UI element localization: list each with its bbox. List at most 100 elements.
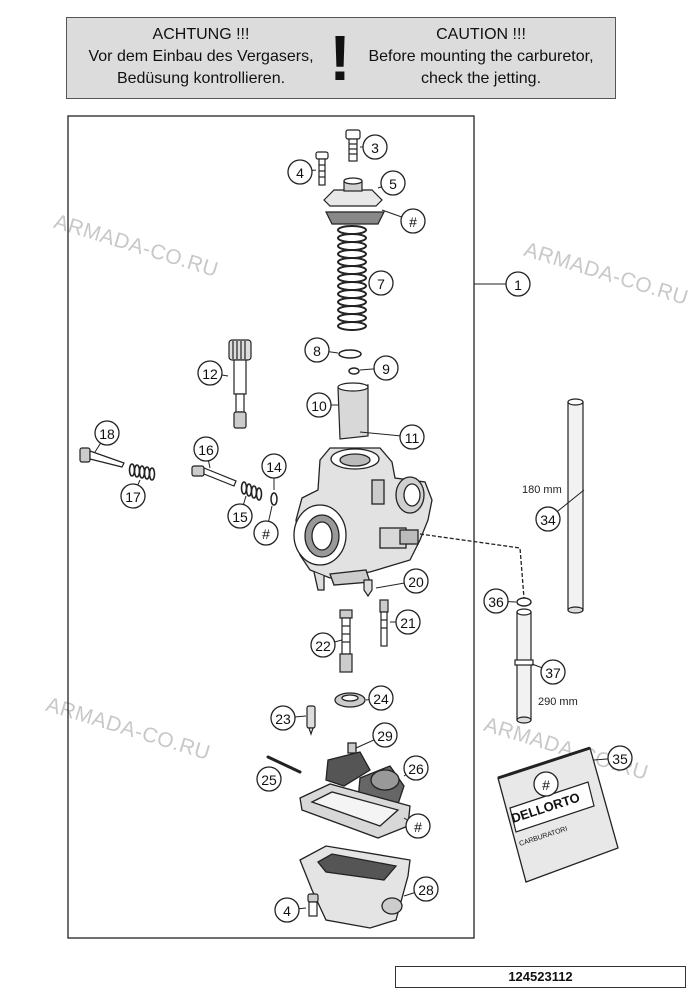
float-bowl-part [299, 845, 411, 929]
callout-20: 20 [403, 568, 429, 594]
callout-hash: # [405, 813, 431, 839]
callout-5: 5 [380, 170, 406, 196]
caution-de-title: ACHTUNG !!! [152, 26, 250, 43]
float-assembly-part [299, 742, 411, 839]
svg-text:20: 20 [408, 574, 424, 590]
callout-24: 24 [368, 685, 394, 711]
callout-25: 25 [256, 766, 282, 792]
dimension-label: 180 mm [522, 484, 562, 496]
svg-text:5: 5 [389, 176, 397, 192]
svg-text:35: 35 [612, 751, 628, 767]
caution-en-line2: check the jetting. [420, 70, 542, 87]
callout-hash: # [253, 520, 279, 546]
choke-plunger-part [228, 339, 252, 429]
callout-10: 10 [306, 392, 332, 418]
ring-part [334, 692, 366, 708]
svg-text:22: 22 [315, 638, 331, 654]
pin-part [266, 755, 302, 774]
caution-en-line1: Before mounting the carburetor, [368, 48, 594, 65]
mixture-screw-part [191, 465, 237, 487]
svg-text:12: 12 [202, 366, 218, 382]
callout-23: 23 [270, 705, 296, 731]
tube-part [514, 608, 534, 724]
callout-12: 12 [197, 360, 223, 386]
svg-text:8: 8 [313, 343, 321, 359]
callout-37: 37 [540, 659, 566, 685]
callout-11: 11 [399, 424, 425, 450]
svg-text:4: 4 [296, 165, 304, 181]
dimension-label: 290 mm [538, 696, 578, 708]
svg-text:#: # [409, 214, 417, 230]
callout-8: 8 [304, 337, 330, 363]
callout-layer: 1345#7891011121415161718#20212223242526#… [94, 134, 633, 923]
callout-29: 29 [372, 722, 398, 748]
svg-text:#: # [414, 819, 422, 835]
throttle-slide-part [337, 382, 369, 440]
caution-english: CAUTION !!! Before mounting the carburet… [351, 24, 611, 90]
exclamation-icon: ! [329, 22, 351, 94]
callout-34: 34 [535, 506, 561, 532]
spring-part [128, 463, 156, 481]
callout-18: 18 [94, 420, 120, 446]
svg-text:37: 37 [545, 665, 561, 681]
caution-german: ACHTUNG !!! Vor dem Einbau des Vergasers… [71, 24, 331, 90]
idle-screw-part [79, 447, 125, 468]
spring-part [337, 225, 367, 331]
svg-text:#: # [262, 526, 270, 542]
caution-de-line2: Bedüsung kontrollieren. [116, 70, 286, 87]
svg-text:9: 9 [382, 361, 390, 377]
svg-text:18: 18 [99, 426, 115, 442]
callout-3: 3 [362, 134, 388, 160]
svg-text:21: 21 [400, 615, 416, 631]
callout-21: 21 [395, 609, 421, 635]
svg-text:23: 23 [275, 711, 291, 727]
svg-text:4: 4 [283, 903, 291, 919]
vent-line [419, 533, 525, 599]
screw-part [307, 893, 319, 917]
callout-4: 4 [274, 897, 300, 923]
callout-22: 22 [310, 632, 336, 658]
needle-jet-part [339, 609, 353, 673]
svg-text:28: 28 [418, 882, 434, 898]
callout-28: 28 [413, 876, 439, 902]
document-number: 124523112 [395, 966, 686, 988]
svg-text:15: 15 [232, 509, 248, 525]
svg-text:24: 24 [373, 691, 389, 707]
caution-en-title: CAUTION !!! [436, 26, 526, 43]
svg-text:14: 14 [266, 459, 282, 475]
jet-part [379, 599, 389, 647]
jet-kit-bag-part: DELLORTO CARBURATORI [497, 746, 619, 883]
svg-text:7: 7 [377, 276, 385, 292]
callout-26: 26 [403, 755, 429, 781]
callout-17: 17 [120, 483, 146, 509]
washer-part [338, 349, 362, 359]
svg-text:1: 1 [514, 277, 522, 293]
callout-16: 16 [193, 436, 219, 462]
callout-1: 1 [505, 271, 531, 297]
callout-15: 15 [227, 503, 253, 529]
svg-text:10: 10 [311, 398, 327, 414]
caution-box: ACHTUNG !!! Vor dem Einbau des Vergasers… [66, 17, 616, 99]
svg-text:16: 16 [198, 442, 214, 458]
svg-text:36: 36 [488, 594, 504, 610]
clip-part [348, 367, 360, 375]
nozzle-part [363, 579, 373, 598]
svg-text:34: 34 [540, 512, 556, 528]
callout-4: 4 [287, 159, 313, 185]
callout-hash: # [533, 771, 559, 797]
carburetor-body-part [293, 447, 433, 591]
callout-35: 35 [607, 745, 633, 771]
svg-text:29: 29 [377, 728, 393, 744]
clamp-part [516, 597, 532, 607]
caution-de-line1: Vor dem Einbau des Vergasers, [88, 48, 314, 65]
svg-text:25: 25 [261, 772, 277, 788]
callout-hash: # [400, 208, 426, 234]
svg-text:26: 26 [408, 761, 424, 777]
washer-part [270, 492, 278, 506]
callout-9: 9 [373, 355, 399, 381]
float-needle-part [306, 705, 316, 736]
tube-part [567, 398, 584, 614]
cover-cap-part [323, 177, 385, 225]
screw-part [345, 129, 361, 162]
